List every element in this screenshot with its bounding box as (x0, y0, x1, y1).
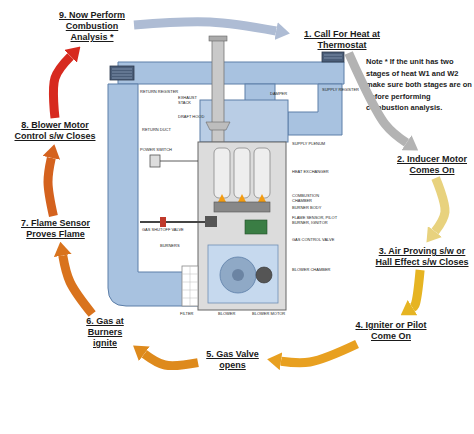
step-text: 9. Now Perform Combustion Analysis * (52, 10, 132, 43)
draft-hood (206, 122, 230, 130)
filter-mesh (182, 266, 198, 306)
flow-arrow (412, 270, 420, 308)
flow-arrow (144, 354, 198, 366)
heat-exchanger (214, 148, 230, 198)
step-text: 2. Inducer Motor Comes On (392, 154, 472, 176)
part-label: BURNER BODY (292, 206, 332, 211)
wire (160, 161, 198, 162)
supply-register (322, 52, 344, 62)
part-label: HEAT EXCHANGER (292, 170, 332, 175)
register-grille (324, 55, 342, 58)
flow-arrow (349, 53, 407, 143)
flow-arrow (281, 344, 357, 363)
gas-shutoff-valve (160, 217, 166, 227)
flow-arrow (53, 56, 70, 118)
flow-arrow (48, 158, 53, 216)
step-text: 8. Blower Motor Control s/w Closes (5, 120, 105, 142)
blower-motor (256, 267, 272, 283)
heat-exchanger (234, 148, 250, 198)
step-text-box: 2. Inducer Motor Comes On (392, 154, 472, 176)
part-label: BLOWER (218, 312, 238, 317)
blower-hub (232, 269, 244, 281)
part-label: BLOWER CHAMBER (292, 268, 332, 273)
stack-cap (209, 36, 227, 41)
part-label: BLOWER MOTOR (252, 312, 286, 317)
step-text-box: 4. Igniter or Pilot Come On (355, 320, 427, 342)
step-text: 7. Flame Sensor Proves Flame (8, 218, 103, 240)
blower-chamber (208, 245, 278, 303)
step-text-box: 9. Now Perform Combustion Analysis * (52, 10, 132, 43)
part-label: FILTER (180, 312, 200, 317)
control-board (245, 220, 267, 234)
part-label: RETURN REGISTER (140, 90, 180, 95)
step-text-box: 5. Gas Valve opens (200, 349, 265, 371)
part-label: GAS SHUTOFF VALVE (142, 228, 184, 233)
burner-flame (218, 194, 266, 202)
flow-arrow (435, 178, 445, 232)
part-label: RETURN DUCT (142, 128, 174, 133)
part-label: SUPPLY REGISTER (322, 88, 362, 93)
gas-control-valve (205, 216, 217, 227)
part-label: DAMPER (270, 92, 294, 97)
supply-duct (118, 62, 344, 84)
flow-arrow (63, 256, 92, 314)
step-text: 5. Gas Valve opens (200, 349, 265, 371)
step-text: 6. Gas at Burners ignite (80, 316, 130, 349)
furnace-cabinet (198, 142, 286, 310)
part-label: GAS CONTROL VALVE (292, 238, 336, 243)
heat-exchanger (254, 148, 270, 198)
burner-body (214, 202, 270, 212)
register-grille (112, 69, 132, 78)
note-text: Note * If the unit has two stages of hea… (366, 56, 474, 114)
step-text-box: 1. Call For Heat at Thermostat (292, 29, 392, 51)
flow-arrow (134, 22, 276, 31)
step-text-box: 8. Blower Motor Control s/w Closes (5, 120, 105, 142)
filter (182, 266, 198, 306)
part-label: EXHAUST STACK (178, 96, 210, 105)
part-label: COMBUSTION CHAMBER (292, 194, 340, 203)
gas-pipe (140, 221, 205, 223)
power-switch (150, 155, 160, 167)
step-text-box: 6. Gas at Burners ignite (80, 316, 130, 349)
step-text: 3. Air Proving s/w or Hall Effect s/w Cl… (372, 246, 472, 268)
part-label: SUPPLY PLENUM (292, 142, 332, 147)
part-label: POWER SWITCH (140, 148, 176, 153)
part-label: BURNERS (160, 244, 190, 249)
step-text-box: 3. Air Proving s/w or Hall Effect s/w Cl… (372, 246, 472, 268)
blower-wheel (220, 257, 256, 293)
step-text: 1. Call For Heat at Thermostat (292, 29, 392, 51)
return-register (110, 66, 134, 80)
part-label: DRAFT HOOD (178, 115, 206, 120)
step-text: 4. Igniter or Pilot Come On (355, 320, 427, 342)
step-text-box: 7. Flame Sensor Proves Flame (8, 218, 103, 240)
part-label: FLAME SENSOR, PILOT BURNER, IGNITOR (292, 216, 344, 225)
